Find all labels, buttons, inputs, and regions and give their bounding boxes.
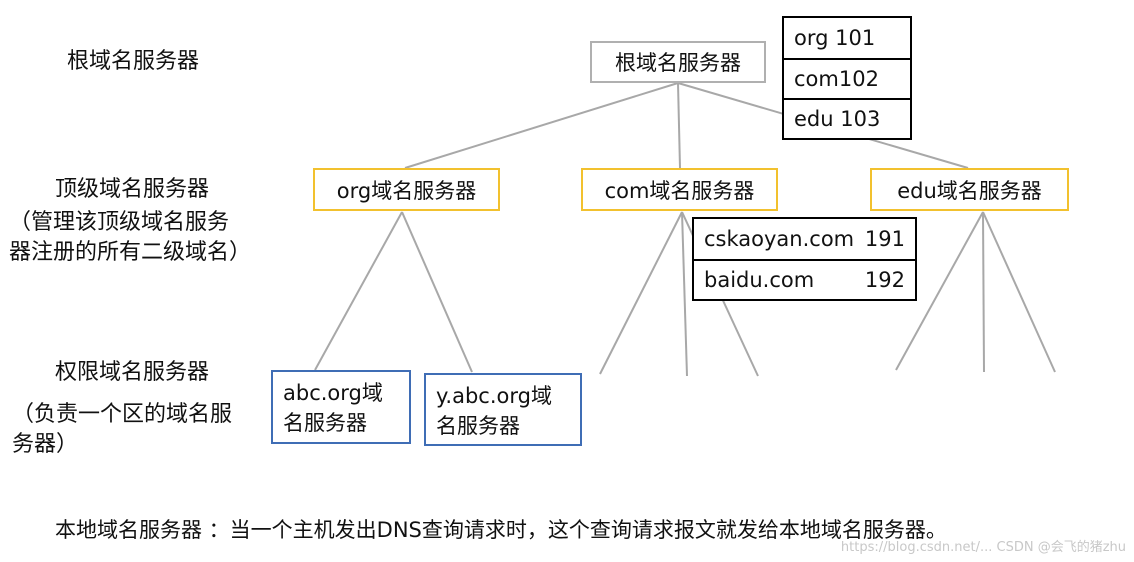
level-note-auth-line1: （负责一个区的域名服 (12, 402, 233, 427)
root-table: org 101 com102 edu 103 (782, 16, 912, 140)
root-table-row: com102 (784, 58, 910, 98)
com-table-name: cskaoyan.com (704, 227, 855, 251)
com-table-row: cskaoyan.com 191 (694, 219, 915, 259)
level-label-root: 根域名服务器 (67, 49, 200, 74)
level-note-tld: （管理该顶级域名服务 器注册的所有二级域名） (9, 208, 251, 268)
edge-root-org (404, 82, 679, 169)
node-yabc-line2: 名服务器 (436, 414, 520, 438)
edge-com-1 (599, 211, 683, 375)
node-yabc-line1: y.abc.org域 (436, 384, 552, 408)
node-org-server: org域名服务器 (313, 168, 500, 211)
level-note-tld-line2: 器注册的所有二级域名） (9, 240, 252, 265)
level-label-tld: 顶级域名服务器 (55, 177, 210, 202)
node-y-abc-org-server: y.abc.org域 名服务器 (424, 373, 582, 446)
node-root-server: 根域名服务器 (590, 41, 766, 83)
com-table-row: baidu.com 192 (694, 259, 915, 299)
node-abc-org-server: abc.org域 名服务器 (271, 370, 411, 444)
node-edu-server: edu域名服务器 (870, 168, 1069, 211)
watermark: https://blog.csdn.net/... CSDN @会飞的猪zhu (840, 540, 1126, 555)
level-label-auth: 权限域名服务器 (55, 360, 210, 385)
edge-edu-3 (982, 211, 1056, 373)
root-table-name: org 101 (794, 26, 876, 50)
level-note-auth-line2: 务器） (12, 432, 79, 457)
node-com-server: com域名服务器 (581, 168, 778, 211)
edge-edu-2 (982, 211, 985, 373)
footer-note: 本地域名服务器 ：当一个主机发出DNS查询请求时，这个查询请求报文就发给本地域名… (55, 518, 947, 542)
com-table: cskaoyan.com 191 baidu.com 192 (692, 217, 917, 301)
level-note-tld-line1: （管理该顶级域名服务 (9, 210, 230, 235)
com-table-value: 191 (864, 227, 905, 251)
root-table-name: edu 103 (794, 107, 881, 131)
level-note-auth: （负责一个区的域名服 务器） (12, 400, 232, 460)
com-table-name: baidu.com (704, 268, 815, 292)
node-abc-line1: abc.org域 (283, 381, 383, 405)
root-table-row: org 101 (784, 18, 910, 58)
edge-org-abc (314, 211, 403, 371)
edge-root-com (677, 82, 681, 169)
edge-com-2 (681, 211, 688, 377)
node-abc-line2: 名服务器 (283, 411, 367, 435)
edge-org-yabc (401, 211, 473, 373)
com-table-value: 192 (864, 268, 905, 292)
edge-edu-1 (895, 211, 984, 371)
root-table-name: com102 (794, 67, 879, 91)
root-table-row: edu 103 (784, 98, 910, 138)
